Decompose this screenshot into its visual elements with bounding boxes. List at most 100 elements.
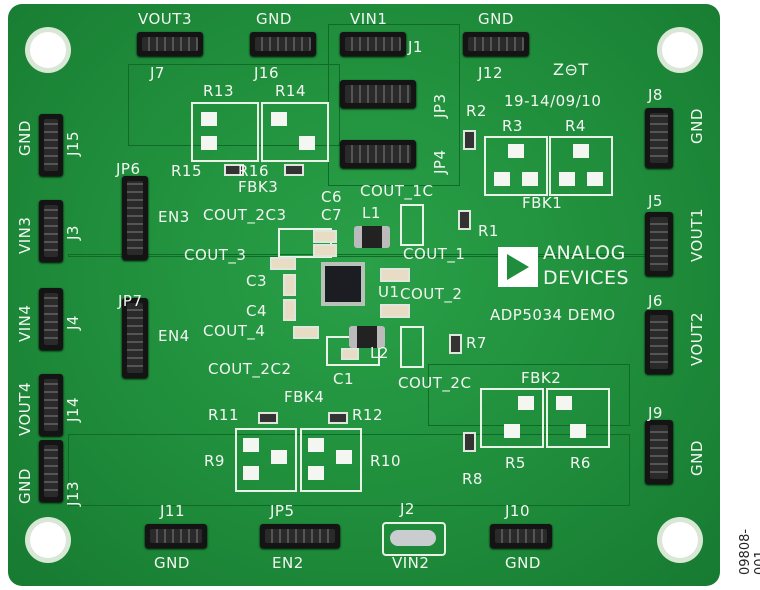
silkscreen-label: VOUT1 <box>688 208 706 262</box>
r14-footprint <box>261 102 329 162</box>
silkscreen-label: J9 <box>648 404 663 422</box>
header-j16 <box>250 32 316 56</box>
r9-footprint <box>235 428 297 492</box>
silkscreen-label: C6 <box>321 188 343 206</box>
trace <box>68 434 630 506</box>
silkscreen-label: GND <box>688 108 706 144</box>
ic-u1-adp5034 <box>321 262 365 306</box>
cout-2c3-footprint <box>278 228 332 258</box>
analog-devices-logo-icon <box>498 247 538 287</box>
mounting-hole <box>662 522 698 558</box>
silkscreen-label: COUT_2C <box>398 374 472 392</box>
header-j3 <box>39 200 63 262</box>
figure-id: 09808-001 <box>738 528 760 575</box>
silkscreen-label: C1 <box>333 370 355 388</box>
header-j9 <box>645 420 673 484</box>
silkscreen-label: J5 <box>648 192 663 210</box>
header-j6 <box>645 310 673 374</box>
resistor-r1 <box>458 210 471 230</box>
silkscreen-label: J7 <box>150 64 165 82</box>
silkscreen-label: FBK1 <box>522 194 563 212</box>
resistor-r15 <box>224 164 244 176</box>
silkscreen-label: JP7 <box>118 292 143 310</box>
capacitor-cout-4 <box>293 326 319 339</box>
capacitor-cout-3 <box>270 257 296 270</box>
silkscreen-label: EN2 <box>272 554 304 572</box>
silkscreen-label: EN3 <box>158 208 190 226</box>
silkscreen-label: R4 <box>565 117 586 135</box>
silkscreen-label: R7 <box>466 334 487 352</box>
capacitor-cout-2 <box>380 304 410 318</box>
jumper-jp5[interactable] <box>260 524 340 548</box>
board-mark: Z⊖T <box>553 60 589 79</box>
silkscreen-label: VOUT2 <box>688 312 706 366</box>
capacitor-c7 <box>313 244 337 257</box>
silkscreen-label: C4 <box>246 302 268 320</box>
silkscreen-label: J3 <box>64 225 82 240</box>
trace <box>428 364 630 426</box>
silkscreen-label: R8 <box>462 470 483 488</box>
silkscreen-label: GND <box>16 120 34 156</box>
silkscreen-label: COUT_2 <box>400 285 463 303</box>
capacitor-c4 <box>283 299 296 321</box>
silkscreen-label: J4 <box>64 315 82 330</box>
silkscreen-label: VOUT3 <box>138 10 192 28</box>
silkscreen-label: J10 <box>505 502 531 520</box>
silkscreen-label: R16 <box>238 162 270 180</box>
silkscreen-label: R15 <box>171 162 203 180</box>
capacitor-c6 <box>313 230 337 243</box>
header-j10 <box>490 524 552 548</box>
jumper-jp3[interactable] <box>340 80 416 108</box>
cout-2c-footprint <box>400 326 424 368</box>
resistor-r7 <box>449 334 462 354</box>
logo-line1: ANALOG <box>543 242 626 264</box>
mounting-hole <box>30 522 66 558</box>
silkscreen-label: GND <box>256 10 292 28</box>
mounting-hole <box>30 32 66 68</box>
header-j4 <box>39 288 63 350</box>
capacitor-c3 <box>283 274 296 296</box>
header-j11 <box>145 524 207 548</box>
silkscreen-label: GND <box>154 554 190 572</box>
silkscreen-label: JP6 <box>116 160 141 178</box>
silkscreen-label: J2 <box>400 500 415 518</box>
resistor-r8 <box>463 432 476 452</box>
silkscreen-label: JP3 <box>431 93 449 118</box>
header-j14 <box>39 374 63 436</box>
silkscreen-label: JP4 <box>431 149 449 174</box>
inductor-l1 <box>354 226 390 248</box>
silkscreen-label: L1 <box>362 204 381 222</box>
silkscreen-label: R14 <box>275 82 307 100</box>
header-j12 <box>463 32 529 56</box>
silkscreen-label: J14 <box>64 396 82 422</box>
silkscreen-label: R3 <box>502 117 523 135</box>
silkscreen-label: FBK4 <box>284 388 325 406</box>
resistor-r16 <box>284 164 304 176</box>
silkscreen-label: R5 <box>505 454 526 472</box>
silkscreen-label: J8 <box>648 86 663 104</box>
silkscreen-label: R1 <box>478 222 499 240</box>
silkscreen-label: COUT_2C2 <box>208 360 292 378</box>
jumper-jp4[interactable] <box>340 140 416 168</box>
jumper-jp7[interactable] <box>122 298 148 378</box>
silkscreen-label: J12 <box>478 64 504 82</box>
capacitor-c1 <box>341 348 359 360</box>
silkscreen-label: FBK2 <box>521 369 562 387</box>
silkscreen-label: VIN3 <box>16 216 34 254</box>
silkscreen-label: J15 <box>64 130 82 156</box>
cout-1-footprint <box>400 204 424 246</box>
silkscreen-label: R9 <box>204 452 225 470</box>
silkscreen-label: JP5 <box>270 502 295 520</box>
silkscreen-label: C7 <box>321 206 343 224</box>
silkscreen-label: J11 <box>160 502 186 520</box>
inductor-l2 <box>349 326 385 348</box>
r10-footprint <box>300 428 362 492</box>
silkscreen-label: J16 <box>254 64 280 82</box>
silkscreen-label: COUT_1C <box>360 182 434 200</box>
silkscreen-label: R10 <box>370 452 402 470</box>
silkscreen-label: 19-14/09/10 <box>504 92 602 110</box>
header-j8 <box>645 108 673 168</box>
header-j7 <box>137 32 203 56</box>
silkscreen-label: GND <box>688 440 706 476</box>
jumper-jp6[interactable] <box>122 176 148 260</box>
